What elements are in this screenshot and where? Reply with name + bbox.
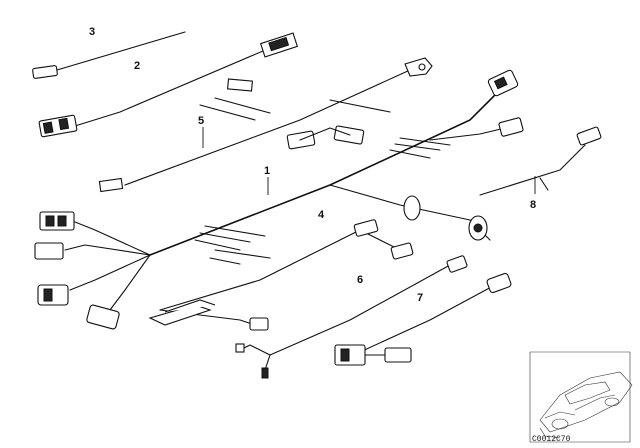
part-2-cable xyxy=(38,32,299,138)
part-7-cable xyxy=(334,272,512,366)
callout-4: 4 xyxy=(318,209,325,221)
callout-3: 3 xyxy=(89,26,95,38)
callout-2: 2 xyxy=(134,60,140,72)
callout-3-label: 3 xyxy=(89,26,95,38)
part-3-wire xyxy=(32,31,186,79)
callout-7-label: 7 xyxy=(417,292,423,304)
callout-1: 1 xyxy=(264,165,270,195)
callout-4-label: 4 xyxy=(318,209,325,221)
vehicle-location-thumbnail: C0012C70 xyxy=(529,351,633,444)
callout-5-label: 5 xyxy=(198,115,204,127)
callout-5: 5 xyxy=(198,115,204,148)
part-8-lead xyxy=(479,126,602,196)
harness-tie-marks xyxy=(194,97,451,265)
part-1-main-harness xyxy=(34,69,524,330)
callout-6-label: 6 xyxy=(357,274,363,286)
callout-7: 7 xyxy=(417,292,423,304)
callout-8: 8 xyxy=(530,176,536,211)
diagram-code: C0012C70 xyxy=(532,435,571,444)
callout-1-label: 1 xyxy=(264,165,270,177)
part-5-cable xyxy=(98,57,433,193)
part-6-cable xyxy=(235,255,468,379)
callout-2-label: 2 xyxy=(134,60,140,72)
part-4-cable xyxy=(148,219,414,331)
callout-8-label: 8 xyxy=(530,199,536,211)
callout-6: 6 xyxy=(357,274,363,286)
